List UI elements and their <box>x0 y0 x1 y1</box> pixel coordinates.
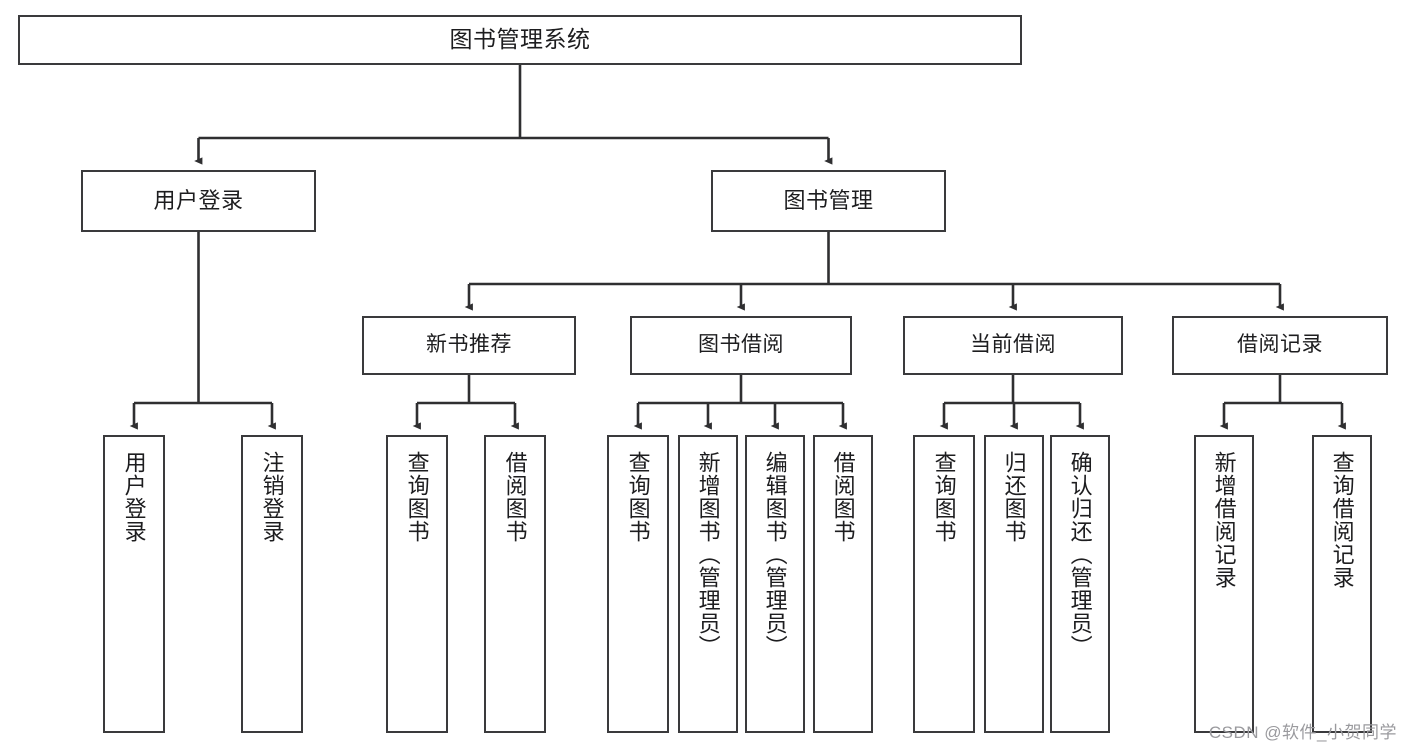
node-new-book-rec[interactable]: 新书推荐 <box>362 316 576 375</box>
node-leaf-return-book[interactable]: 归还图书 <box>984 435 1044 733</box>
node-user-login-label: 用户登录 <box>153 188 244 214</box>
node-leaf-add-book[interactable]: 新增图书（管理员） <box>678 435 738 733</box>
node-leaf-logout-login-label: 注销登录 <box>259 451 285 543</box>
node-leaf-logout-login[interactable]: 注销登录 <box>241 435 303 733</box>
node-root-label: 图书管理系统 <box>449 26 591 53</box>
node-leaf-add-record-label: 新增借阅记录 <box>1211 451 1237 589</box>
node-user-login[interactable]: 用户登录 <box>81 170 316 232</box>
node-leaf-borrow-book-2-label: 借阅图书 <box>830 451 856 543</box>
node-root[interactable]: 图书管理系统 <box>18 15 1022 65</box>
node-leaf-query-book-3[interactable]: 查询图书 <box>913 435 975 733</box>
node-leaf-edit-book[interactable]: 编辑图书（管理员） <box>745 435 805 733</box>
node-leaf-query-record[interactable]: 查询借阅记录 <box>1312 435 1372 733</box>
watermark-label: CSDN @软件_小贺同学 <box>1208 723 1397 742</box>
node-leaf-query-book-3-label: 查询图书 <box>931 451 957 543</box>
node-current-borrow[interactable]: 当前借阅 <box>903 316 1123 375</box>
node-book-borrow-label: 图书借阅 <box>698 333 784 357</box>
node-leaf-borrow-book-2[interactable]: 借阅图书 <box>813 435 873 733</box>
node-book-manage[interactable]: 图书管理 <box>711 170 946 232</box>
node-new-book-rec-label: 新书推荐 <box>426 333 512 357</box>
node-leaf-query-record-label: 查询借阅记录 <box>1329 451 1355 589</box>
node-leaf-query-book-1[interactable]: 查询图书 <box>386 435 448 733</box>
node-leaf-query-book-1-label: 查询图书 <box>404 451 430 543</box>
node-leaf-confirm-return-label: 确认归还（管理员） <box>1067 451 1093 658</box>
node-leaf-user-login-label: 用户登录 <box>121 451 147 543</box>
node-book-borrow[interactable]: 图书借阅 <box>630 316 852 375</box>
node-borrow-record[interactable]: 借阅记录 <box>1172 316 1388 375</box>
node-leaf-add-book-label: 新增图书（管理员） <box>695 451 721 658</box>
node-leaf-query-book-2[interactable]: 查询图书 <box>607 435 669 733</box>
node-leaf-add-record[interactable]: 新增借阅记录 <box>1194 435 1254 733</box>
node-leaf-user-login[interactable]: 用户登录 <box>103 435 165 733</box>
node-book-manage-label: 图书管理 <box>783 188 874 214</box>
node-leaf-edit-book-label: 编辑图书（管理员） <box>762 451 788 658</box>
node-borrow-record-label: 借阅记录 <box>1237 333 1323 357</box>
node-leaf-return-book-label: 归还图书 <box>1001 451 1027 543</box>
node-leaf-borrow-book-1-label: 借阅图书 <box>502 451 528 543</box>
node-leaf-borrow-book-1[interactable]: 借阅图书 <box>484 435 546 733</box>
node-current-borrow-label: 当前借阅 <box>970 333 1056 357</box>
node-leaf-query-book-2-label: 查询图书 <box>625 451 651 543</box>
node-leaf-confirm-return[interactable]: 确认归还（管理员） <box>1050 435 1110 733</box>
